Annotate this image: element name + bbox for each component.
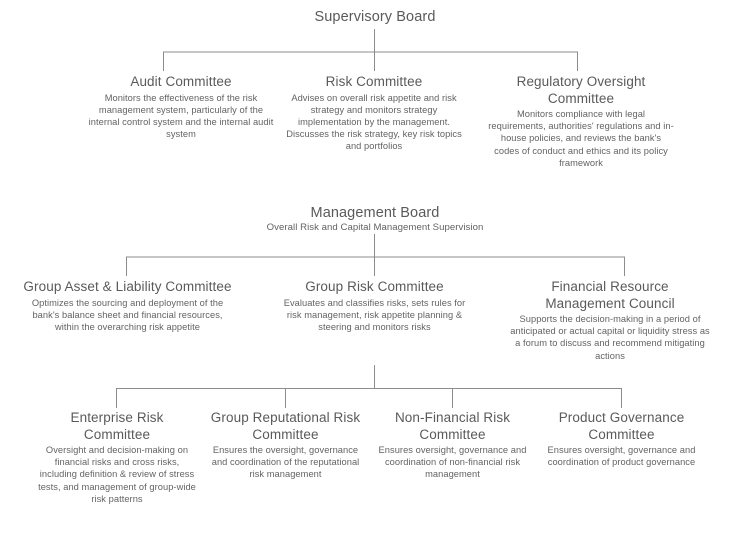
node-non-financial-risk-committee[interactable]: Non-Financial Risk Committee Ensures ove… xyxy=(371,410,534,481)
node-description: Advises on overall risk appetite and ris… xyxy=(286,92,462,152)
node-product-governance-committee[interactable]: Product Governance Committee Ensures ove… xyxy=(540,410,703,468)
node-description: Ensures oversight, governance and coordi… xyxy=(547,445,696,468)
node-title: Regulatory Oversight Committee xyxy=(516,74,646,106)
node-group-reputational-risk-committee[interactable]: Group Reputational Risk Committee Ensure… xyxy=(204,410,367,481)
node-title: Group Risk Committee xyxy=(305,279,444,294)
node-supervisory-board[interactable]: Supervisory Board xyxy=(255,8,495,26)
node-financial-resource-management-council[interactable]: Financial Resource Management Council Su… xyxy=(510,279,710,362)
node-title: Audit Committee xyxy=(130,74,232,89)
node-title: Management Board xyxy=(310,205,440,221)
node-group-risk-committee[interactable]: Group Risk Committee Evaluates and class… xyxy=(277,279,472,333)
node-regulatory-oversight-committee[interactable]: Regulatory Oversight Committee Monitors … xyxy=(488,74,674,169)
node-enterprise-risk-committee[interactable]: Enterprise Risk Committee Oversight and … xyxy=(36,410,198,505)
node-description: Ensures the oversight, governance and co… xyxy=(211,445,360,480)
node-description: Ensures oversight, governance and coordi… xyxy=(378,445,527,480)
node-risk-committee[interactable]: Risk Committee Advises on overall risk a… xyxy=(280,74,468,153)
node-description: Oversight and decision-making on financi… xyxy=(38,445,196,504)
node-title: Product Governance Committee xyxy=(558,410,685,442)
node-audit-committee[interactable]: Audit Committee Monitors the effectivene… xyxy=(86,74,276,140)
node-title: Non-Financial Risk Committee xyxy=(394,410,511,442)
node-title: Group Reputational Risk Committee xyxy=(210,410,361,442)
node-title: Risk Committee xyxy=(325,74,423,89)
node-description: Optimizes the sourcing and deployment of… xyxy=(31,297,224,332)
node-description: Monitors compliance with legal requireme… xyxy=(488,109,674,168)
node-description: Evaluates and classifies risks, sets rul… xyxy=(283,297,466,332)
node-title: Supervisory Board xyxy=(314,9,436,25)
node-management-board[interactable]: Management Board Overall Risk and Capita… xyxy=(235,204,515,234)
node-title: Enterprise Risk Committee xyxy=(70,410,164,442)
node-description: Monitors the effectiveness of the risk m… xyxy=(88,92,274,140)
node-title: Financial Resource Management Council xyxy=(545,279,675,311)
node-title: Group Asset & Liability Committee xyxy=(23,279,232,294)
node-description: Supports the decision-making in a period… xyxy=(510,314,710,361)
node-description: Overall Risk and Capital Management Supe… xyxy=(266,222,484,233)
node-group-asset-liability-committee[interactable]: Group Asset & Liability Committee Optimi… xyxy=(20,279,235,333)
